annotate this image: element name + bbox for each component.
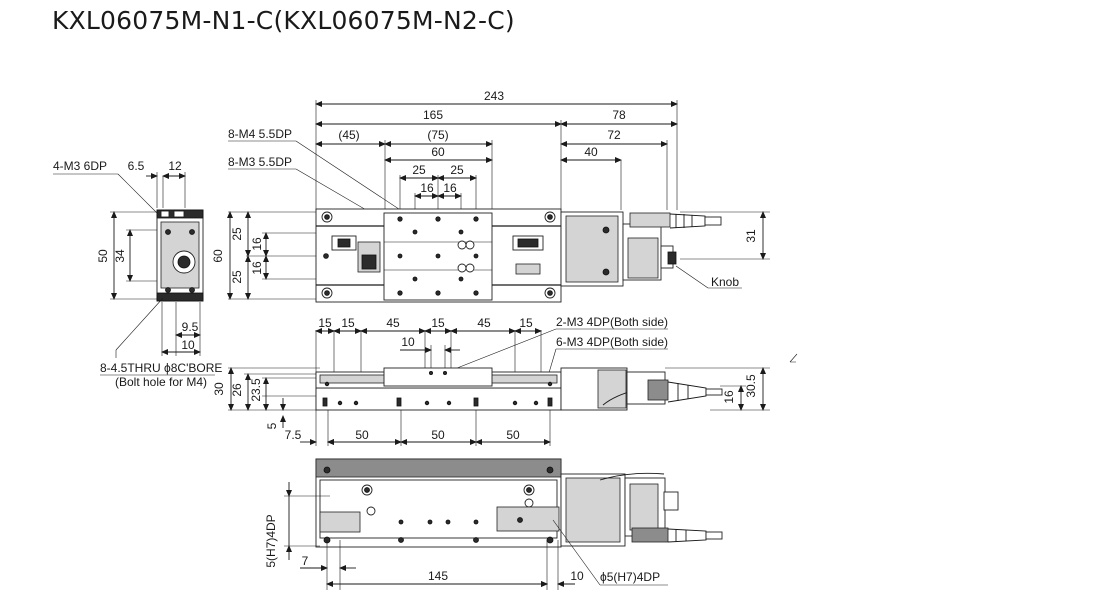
dim-25-b: 25 <box>450 163 464 177</box>
dim-45-ref: (45) <box>338 128 359 142</box>
dim-v34: 34 <box>113 249 127 263</box>
dim-5-h7-4dp: 5(H7)4DP <box>264 514 278 567</box>
dim-15-c: 15 <box>431 316 445 330</box>
dim-165: 165 <box>423 108 443 122</box>
callout-bolt-hole: (Bolt hole for M4) <box>115 375 207 389</box>
dim-16-a: 16 <box>420 181 434 195</box>
dim-7: 7 <box>302 554 309 568</box>
dim-v23-5: 23.5 <box>249 378 263 402</box>
side-view: 15 15 45 15 45 15 10 2-M3 4DP(Both side)… <box>212 315 770 446</box>
dim-75-ref: (75) <box>427 128 448 142</box>
dim-v30-5: 30.5 <box>744 374 758 398</box>
dim-45-a: 45 <box>386 316 400 330</box>
stray-mark <box>789 353 798 363</box>
callout-8-m4: 8-M4 5.5DP <box>228 127 292 141</box>
end-view: 4-M3 6DP 6.5 12 50 34 <box>53 159 222 389</box>
dim-50-c: 50 <box>506 428 520 442</box>
callout-6-m3: 6-M3 4DP(Both side) <box>556 335 668 349</box>
dim-12: 12 <box>168 159 182 173</box>
dim-15-d: 15 <box>519 316 533 330</box>
dim-16-b: 16 <box>443 181 457 195</box>
dim-v16-side: 16 <box>722 390 736 404</box>
dim-72: 72 <box>607 128 621 142</box>
dim-9-5: 9.5 <box>182 320 199 334</box>
dim-v31: 31 <box>744 229 758 243</box>
page-title: KXL06075M-N1-C(KXL06075M-N2-C) <box>52 6 515 35</box>
dim-v25-a: 25 <box>230 227 244 241</box>
dim-10-bottom: 10 <box>570 569 584 583</box>
dim-50-a: 50 <box>355 428 369 442</box>
dim-243: 243 <box>484 89 504 103</box>
dim-v30: 30 <box>212 382 226 396</box>
label-knob: Knob <box>711 275 739 289</box>
callout-8-m3: 8-M3 5.5DP <box>228 155 292 169</box>
dim-v50: 50 <box>96 249 110 263</box>
dim-15-a: 15 <box>318 316 332 330</box>
dim-v16-b: 16 <box>250 261 264 275</box>
dim-78: 78 <box>612 108 626 122</box>
callout-8-thru: 8-4.5THRU ϕ8C'BORE <box>100 361 222 375</box>
top-view: 243 165 78 (45) (75) 72 60 40 25 25 16 1… <box>211 89 770 303</box>
dim-15-b: 15 <box>341 316 355 330</box>
dim-145: 145 <box>428 569 448 583</box>
dim-45-b: 45 <box>477 316 491 330</box>
callout-2-m3: 2-M3 4DP(Both side) <box>556 315 668 329</box>
dim-v25-b: 25 <box>230 270 244 284</box>
callout-4-m3: 4-M3 6DP <box>53 159 107 173</box>
dim-25-a: 25 <box>412 163 426 177</box>
dim-v16-a: 16 <box>250 237 264 251</box>
dim-40: 40 <box>584 145 598 159</box>
dim-60: 60 <box>431 145 445 159</box>
dim-6-5: 6.5 <box>128 159 145 173</box>
dim-v60: 60 <box>211 249 225 263</box>
dim-v5: 5 <box>265 422 279 429</box>
dim-10: 10 <box>181 338 195 352</box>
dim-v26: 26 <box>230 383 244 397</box>
dim-50-b: 50 <box>431 428 445 442</box>
dim-7-5: 7.5 <box>285 428 302 442</box>
dim-10-side: 10 <box>401 335 415 349</box>
bottom-view: 5(H7)4DP 7 145 10 ϕ5(H7)4DP <box>264 458 723 590</box>
callout-phi5: ϕ5(H7)4DP <box>600 570 660 584</box>
